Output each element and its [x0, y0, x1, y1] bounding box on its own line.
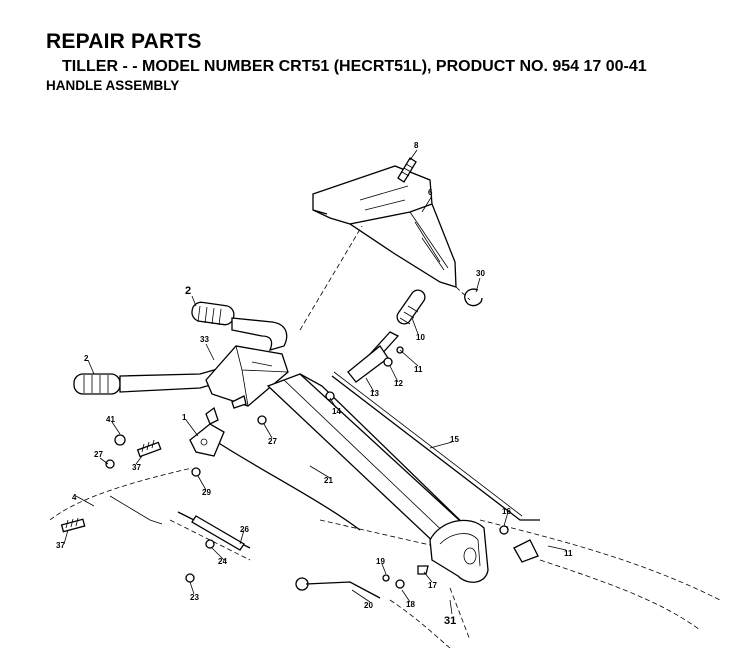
callout-10: 10 — [416, 333, 425, 342]
clip-30 — [464, 288, 483, 307]
handlebar-lower — [73, 369, 215, 395]
callout-23: 23 — [190, 593, 199, 602]
callout-11-upper: 11 — [414, 365, 423, 374]
spring-37-lower — [60, 517, 86, 533]
callout-2-lower: 2 — [84, 354, 89, 363]
callout-12: 12 — [394, 379, 403, 388]
model-subtitle: TILLER - - MODEL NUMBER CRT51 (HECRT51L)… — [62, 58, 647, 75]
screw-8 — [397, 157, 417, 183]
callout-24: 24 — [218, 557, 227, 566]
callout-20: 20 — [364, 601, 373, 610]
spring-37-upper — [136, 439, 162, 458]
handlebar-upper — [191, 301, 288, 351]
callout-27-mid: 27 — [268, 437, 277, 446]
handle-tube — [266, 373, 472, 549]
callout-30: 30 — [476, 269, 485, 278]
leader-lines — [63, 149, 567, 615]
handle-bracket — [205, 345, 289, 407]
callout-17: 17 — [428, 581, 437, 590]
callout-26: 26 — [240, 525, 249, 534]
callout-6: 6 — [428, 188, 433, 197]
callout-8: 8 — [414, 141, 419, 150]
callout-31: 31 — [444, 615, 456, 627]
callout-4: 4 — [72, 493, 77, 502]
callout-13: 13 — [370, 389, 379, 398]
callout-11-lower: 11 — [564, 549, 573, 558]
shift-rod — [331, 375, 540, 521]
callout-14: 14 — [332, 407, 341, 416]
callout-2-upper: 2 — [185, 285, 191, 297]
callout-16: 16 — [502, 507, 511, 516]
console-cover — [312, 165, 457, 288]
mount-plate — [429, 519, 489, 583]
callout-41: 41 — [106, 415, 115, 424]
callout-19: 19 — [376, 557, 385, 566]
shift-lever — [347, 289, 426, 383]
control-cable — [213, 439, 361, 531]
callout-29: 29 — [202, 488, 211, 497]
callout-1: 1 — [182, 413, 187, 422]
section-title: HANDLE ASSEMBLY — [46, 78, 180, 93]
callout-27-left: 27 — [94, 450, 103, 459]
callout-37-lower: 37 — [56, 541, 65, 550]
control-lever — [189, 406, 225, 457]
callout-15: 15 — [450, 435, 459, 444]
callout-37-upper: 37 — [132, 463, 141, 472]
page-title: REPAIR PARTS — [46, 30, 202, 53]
callout-33: 33 — [200, 335, 209, 344]
callout-18: 18 — [406, 600, 415, 609]
callout-21: 21 — [324, 476, 333, 485]
hardware — [105, 346, 539, 599]
